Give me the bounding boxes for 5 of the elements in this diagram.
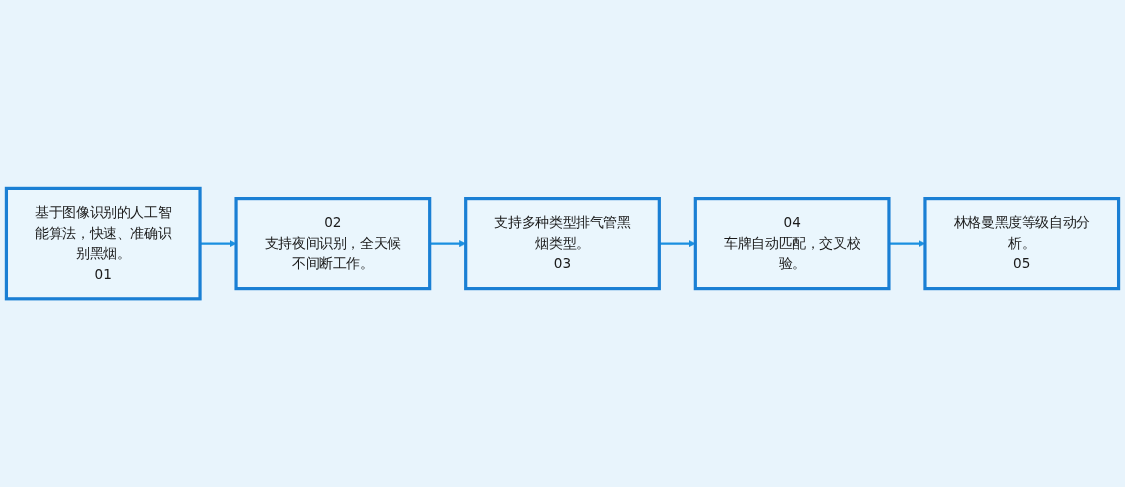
node-box: 04 车牌自动匹配，交叉校验。: [693, 196, 891, 291]
node-box: 林格曼黑度等级自动分析。 05: [923, 196, 1121, 291]
node-box: 支持多种类型排气管黑烟类型。 03: [464, 196, 661, 291]
node-box: 02 支持夜间识别，全天候不间断工作。: [234, 196, 432, 291]
node-box: 基于图像识别的人工智能算法，快速、准确识别黑烟。 01: [4, 186, 202, 301]
